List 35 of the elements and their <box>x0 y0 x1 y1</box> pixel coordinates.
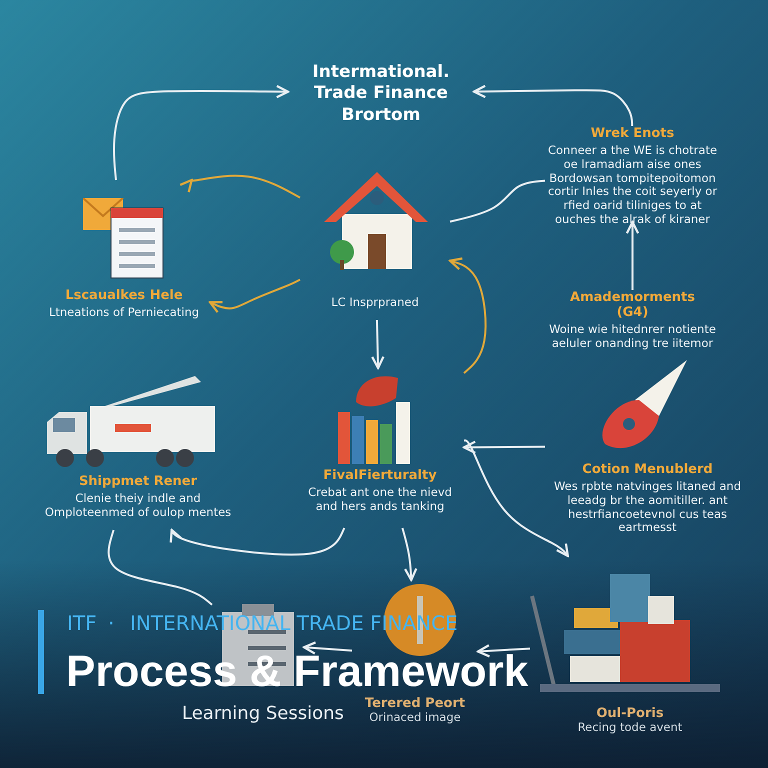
arrow <box>401 528 418 582</box>
arrow <box>302 641 352 655</box>
arrow <box>112 84 290 180</box>
node-heading: FivalFierturalty <box>322 468 438 483</box>
arrow <box>462 440 545 454</box>
arrow <box>179 174 300 198</box>
arrow <box>472 84 634 126</box>
arrow <box>371 320 385 370</box>
arrow <box>464 439 569 558</box>
node-description: Clenie theiy indle and Omploteenmed of oulop mentes <box>44 492 232 520</box>
node-description: Recing tode avent <box>576 721 684 735</box>
arrow <box>626 220 640 290</box>
node-heading: Wrek Enots <box>590 126 676 141</box>
node-description: Woine wie hitednrer notiente aeluler onanding tre iitemor <box>548 323 717 351</box>
node-heading: Terered Peort <box>364 696 466 711</box>
node-description: Ltneations of Perniecating <box>48 306 200 320</box>
separator-dot: · <box>108 611 114 635</box>
node-heading: (G4) <box>616 305 650 320</box>
node-description: Conneer a the WE is chotrate oe lramadiam aise ones Bordowsan tompitepoitomon cortir Inles the coit seyerly or rfied oarid tiliniges to at ouches the alrak of kiraner <box>546 144 718 227</box>
node-heading: Cotion Menublerd <box>581 462 714 477</box>
node-heading: Amademorments <box>569 290 696 305</box>
node-description: Orinaced image <box>368 711 462 725</box>
node-heading: Lscaualkes Hele <box>64 288 184 303</box>
banner-tag: ITF <box>67 611 97 635</box>
arrow <box>476 644 530 658</box>
node-description: LC Insprpraned <box>330 296 420 310</box>
arrow <box>208 278 300 314</box>
arrow <box>448 257 487 374</box>
banner-caption: Learning Sessions <box>182 703 344 724</box>
node-heading: Shippmet Rener <box>78 474 198 489</box>
node-description: Wes rpbte natvinges litaned and leeadg br the aomitiller. ant hestrfiancoetevnol cus teas eartmesst <box>552 480 742 536</box>
arrow <box>170 528 346 556</box>
node-description: Crebat ant one the nievd and hers ands tanking <box>307 486 453 514</box>
node-heading: Intermational. Trade Finance Brortom <box>311 62 451 126</box>
node-heading: Oul-Poris <box>595 706 665 721</box>
